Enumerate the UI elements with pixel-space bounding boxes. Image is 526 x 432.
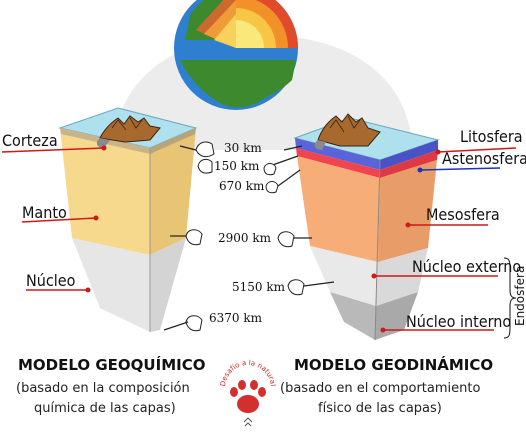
mesosphere-right-face [378,160,437,262]
pointer-hand-icon [163,315,203,332]
geodynamic-title: MODELO GEODINÁMICO [294,355,493,374]
geodynamic-labels: Litosfera Astenosfera Mesosfera Núcleo e… [371,127,526,339]
label-asthenosphere: Astenosfera [442,149,526,168]
core-right-face [150,238,186,332]
depth-markers: 30 km 150 km 670 km 2900 km 5150 km 6370… [163,141,335,332]
depth-2900km: 2900 km [218,231,272,245]
pointer-hand-icon [170,229,203,246]
depth-6370km: 6370 km [209,311,263,325]
geochemical-block [58,107,198,332]
label-mantle: Manto [22,203,67,222]
mesosphere-left-face [297,156,380,262]
label-lithosphere: Litosfera [460,127,523,146]
lithosphere-right-face [380,140,438,170]
depth-30km: 30 km [224,141,262,155]
mountain-range-right [314,113,381,150]
earth-globe [174,0,298,110]
label-outer-core: Núcleo externo [412,257,521,276]
inner-core-right-face [375,292,418,340]
mountain-range-left [96,115,161,148]
endosphere-bracket [503,257,517,339]
label-inner-core: Núcleo interno [406,312,511,331]
label-crust: Corteza [2,131,58,150]
core-left-face [72,238,150,332]
geodynamic-subtitle-2: físico de las capas) [318,401,442,416]
asthenosphere-left-face [296,148,380,178]
depth-150km: 150 km [214,159,260,173]
geodynamic-subtitle-1: (basado en el comportamiento [280,381,480,396]
label-endosphere: Endosfera [513,266,526,326]
geodynamic-block [293,113,440,341]
depth-670km: 670 km [219,179,265,193]
label-mesosphere: Mesosfera [426,205,500,224]
geochemical-title: MODELO GEOQUÍMICO [18,355,205,374]
outer-core-right-face [376,248,428,306]
asthenosphere-right-face [380,150,438,178]
mantle-left-face [60,128,150,255]
depth-5150km: 5150 km [232,280,286,294]
pointer-hand-icon [179,141,215,158]
geochemical-subtitle-1: (basado en la composición [16,381,190,396]
label-core: Núcleo [26,271,76,290]
geochemical-labels: Corteza Manto Núcleo [1,131,107,293]
geochemical-subtitle-2: química de las capas) [34,401,176,416]
mantle-right-face [150,128,196,255]
outer-core-left-face [310,246,378,306]
inner-core-left-face [330,292,376,340]
pointer-hand-icon [197,158,213,174]
